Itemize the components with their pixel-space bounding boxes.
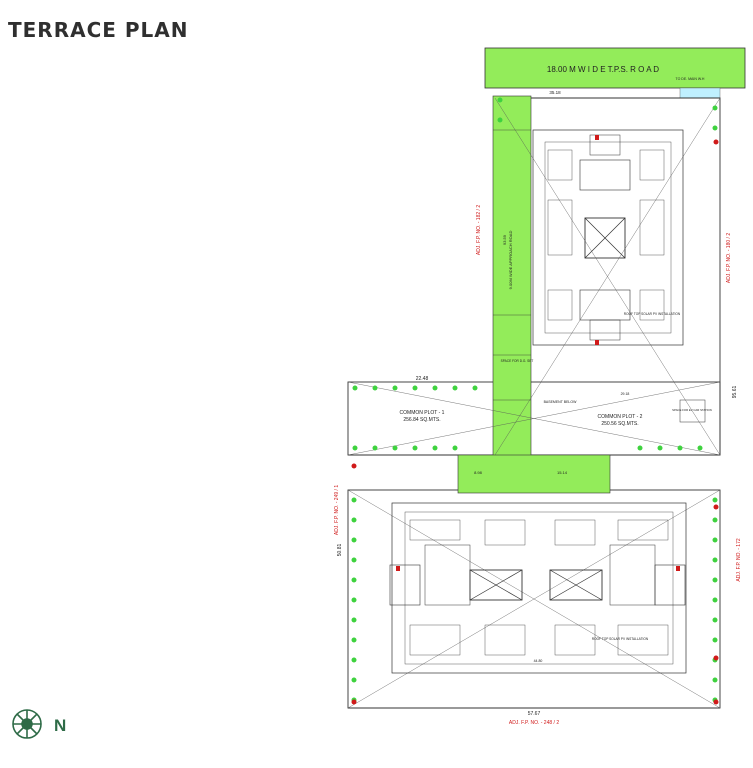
ev-station-label: SPACE FOR EV CAR STATION (672, 408, 712, 412)
north-label: N (54, 716, 66, 735)
dim-podium-a: 8.98 (474, 470, 483, 475)
dim-approach-len: 93.59 (502, 234, 507, 245)
road-note: TO DE. MAIN W.H (676, 77, 705, 81)
common-plot-1-name: COMMON PLOT - 1 (400, 410, 445, 416)
dim-right-height: 95.61 (732, 386, 738, 399)
dim-left-width: 22.48 (416, 376, 429, 382)
compass-icon (12, 709, 42, 739)
roof-solar-label: ROOF TOP SOLAR PV INSTALLATION (592, 637, 649, 641)
ev-station-box (679, 399, 706, 423)
road-label: 18.00 M W I D E T.P.S. R O A D (547, 65, 659, 74)
dim-basement-front: 29.18 (621, 392, 630, 396)
page-title: TERRACE PLAN (8, 18, 189, 42)
dim-podium-b: 15.14 (557, 470, 568, 475)
basement-below-label: BASEMENT BELOW (544, 400, 578, 404)
adj-bottom: ADJ. F.P. NO. - 248 / 2 (509, 720, 559, 726)
common-plot-1-area: 256.84 SQ.MTS. (403, 417, 440, 423)
dim-bottom-width: 57.67 (528, 711, 541, 717)
stair-marker (676, 566, 680, 571)
tree-dots (351, 97, 718, 703)
adj-left-top: ADJ. F.P. NO. - 182 / 2 (476, 205, 482, 255)
approach-road-label: 9.00M WIDE APPROACH ROAD (508, 231, 513, 290)
adj-right-top: ADJ. F.P. NO. - 180 / 2 (726, 233, 732, 283)
road-gate (679, 87, 721, 99)
upper-tower (532, 129, 684, 346)
podium-green (457, 454, 611, 494)
common-plot-2-name: COMMON PLOT - 2 (598, 414, 643, 420)
lower-tower (389, 502, 687, 674)
stair-marker (595, 340, 599, 345)
road-strip (484, 47, 746, 89)
stair-marker (396, 566, 400, 571)
adj-left-bottom: ADJ. F.P. NO. - 249 / 1 (334, 485, 340, 535)
roof-solar-label: ROOF TOP SOLAR PV INSTALLATION (624, 312, 681, 316)
dim-inner-width: 44.80 (534, 659, 543, 663)
common-plot-2-area: 250.56 SQ.MTS. (601, 421, 638, 427)
space-dg-label: SPACE FOR D.G. SET (501, 359, 534, 363)
dim-top-width: 35.18 (549, 90, 561, 95)
stair-marker (595, 135, 599, 140)
approach-road (492, 95, 532, 457)
dim-left-height: 50.81 (337, 544, 343, 557)
adj-right-bottom: ADJ. F.P. NO. - 172 (736, 538, 742, 581)
